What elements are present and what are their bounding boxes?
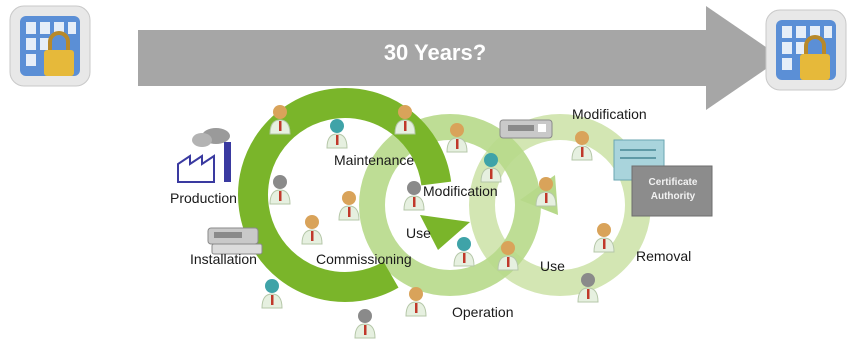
person-icon: [394, 105, 416, 135]
person-icon: [354, 309, 376, 339]
person-icon: [269, 105, 291, 135]
person-icon: [593, 223, 615, 253]
lock-icon: [44, 31, 74, 76]
certificate-authority-label: Certificate Authority: [634, 176, 712, 204]
label-production: Production: [170, 190, 237, 206]
cycle-ring-dark: [238, 88, 452, 302]
label-use-2: Use: [540, 258, 565, 274]
person-icon: [571, 131, 593, 161]
label-commissioning: Commissioning: [316, 251, 412, 267]
label-operation: Operation: [452, 304, 514, 320]
person-icon: [269, 175, 291, 205]
person-icon: [301, 215, 323, 245]
cycle-arrowhead-dark: [420, 215, 470, 250]
person-icon: [453, 237, 475, 267]
person-icon: [446, 123, 468, 153]
timeline-title: 30 Years?: [383, 40, 487, 65]
person-icon: [338, 191, 360, 221]
ca-line-1: Certificate: [648, 177, 698, 188]
person-icon: [480, 153, 502, 183]
label-maintenance: Maintenance: [334, 152, 415, 168]
label-use-1: Use: [406, 225, 431, 241]
lock-icon-right: [800, 35, 830, 80]
person-icon: [405, 287, 427, 317]
timeline-arrow: [138, 6, 782, 110]
label-installation: Installation: [190, 251, 257, 267]
factory-icon: [177, 128, 231, 183]
person-icon: [577, 273, 599, 303]
certificate-authority-icon: [613, 139, 713, 217]
people-layer: [261, 105, 615, 339]
person-icon: [535, 177, 557, 207]
secure-building-icon-right: [765, 9, 847, 91]
person-icon: [497, 241, 519, 271]
ca-line-2: Authority: [650, 191, 696, 202]
person-icon: [261, 279, 283, 309]
cycle-ring-mid: [359, 114, 541, 296]
person-icon: [403, 181, 425, 211]
server-device-icon: [207, 227, 263, 255]
secure-building-icon: [9, 5, 91, 87]
label-modification-1: Modification: [423, 183, 498, 199]
label-modification-2: Modification: [572, 106, 647, 122]
person-icon: [326, 119, 348, 149]
label-removal: Removal: [636, 248, 692, 264]
server-device-icon-top: [499, 119, 553, 139]
